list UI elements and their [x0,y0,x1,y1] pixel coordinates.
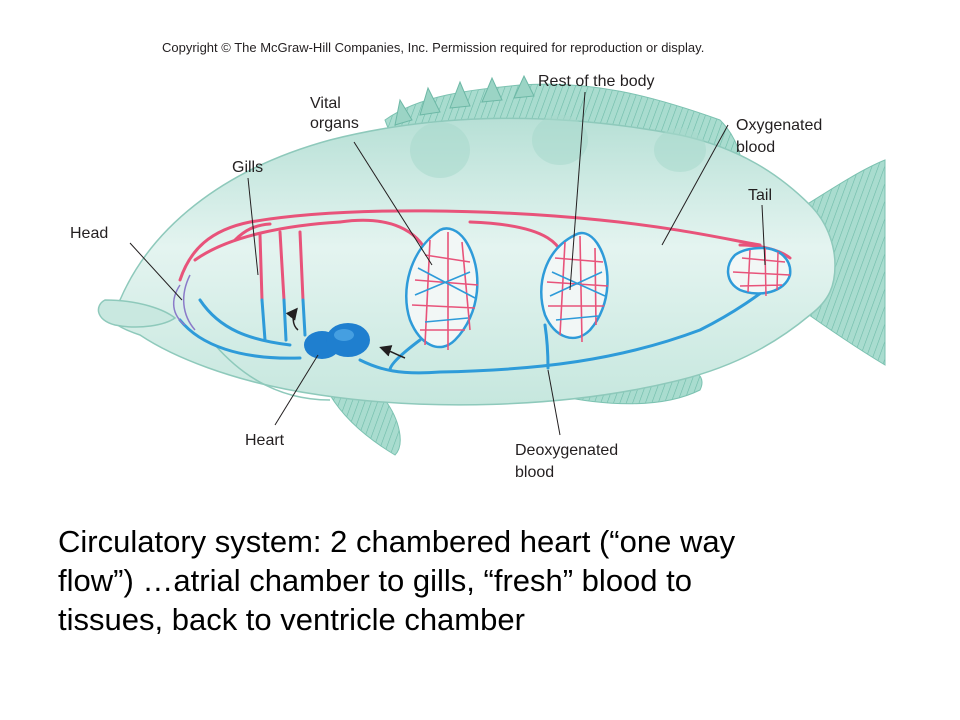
label-oxygenated-1: Oxygenated [736,117,822,134]
pelvic-fin [329,394,401,456]
heart-icon [304,323,370,359]
label-vital-organs-2: organs [310,115,359,132]
label-oxygenated-2: blood [736,139,775,156]
label-heart: Heart [245,432,285,449]
label-deoxygenated-2: blood [515,464,554,481]
label-rest-of-body: Rest of the body [538,73,655,90]
label-head: Head [70,225,108,242]
caption-line-2: flow”) …atrial chamber to gills, “fresh”… [58,563,693,598]
flow-arrows [285,307,406,359]
fish-mouth [97,299,177,328]
caption-line-1: Circulatory system: 2 chambered heart (“… [58,524,736,559]
label-tail: Tail [748,187,772,204]
copyright-notice: Copyright © The McGraw-Hill Companies, I… [162,40,705,55]
label-gills: Gills [232,159,263,176]
capillary-bed-rest-of-body [540,231,609,343]
capillary-gills [173,274,196,331]
capillary-bed-vital-organs [405,227,479,350]
leader-lines [129,91,766,436]
caption: Circulatory system: 2 chambered heart (“… [58,522,918,639]
flow-arrow-heart [379,345,406,359]
caption-line-3: tissues, back to ventricle chamber [58,602,525,637]
deoxygenated-vessels [178,273,787,375]
capillary-bed-tail [726,246,792,297]
dorsal-fin-spikes [394,74,535,126]
body-bands [410,115,706,178]
label-vital-organs-1: Vital [310,95,341,112]
label-deoxygenated-1: Deoxygenated [515,442,618,459]
flow-arrow-gills [285,307,299,331]
pectoral-fin [214,344,331,401]
oxygenated-vessels [178,209,792,302]
fish-circulatory-diagram: Head Gills Vital organs Rest of the body… [70,73,886,481]
